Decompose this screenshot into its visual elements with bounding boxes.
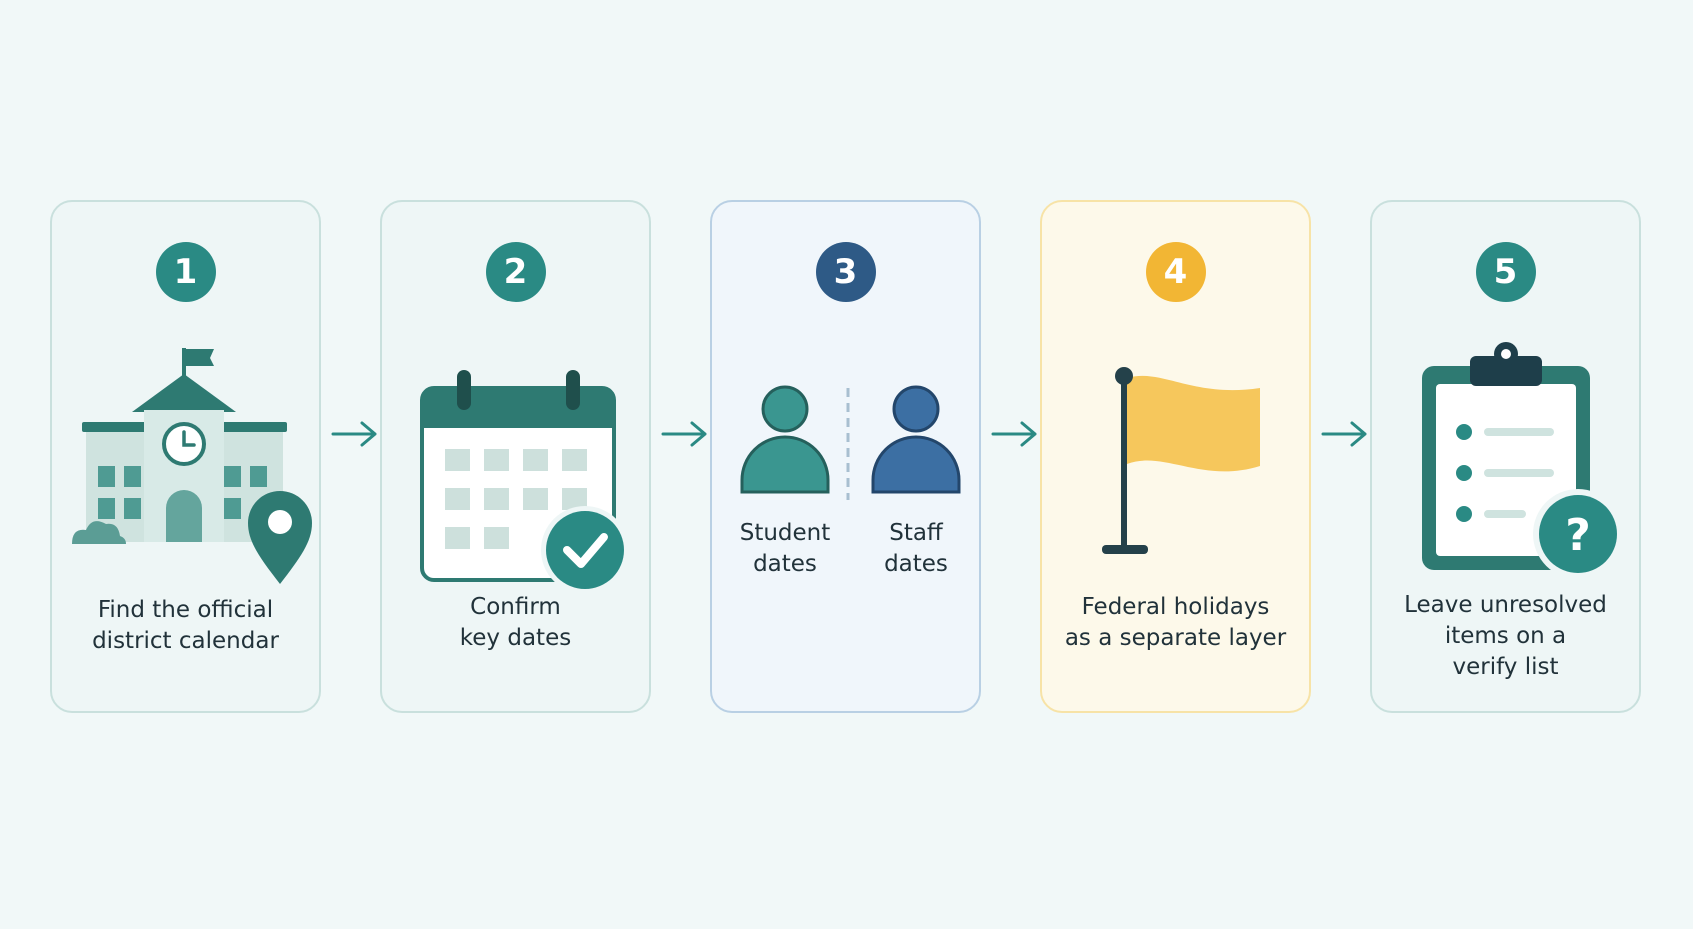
step-number-badge-3: 3 <box>815 242 876 302</box>
arrow-right-icon <box>991 421 1037 447</box>
school-building-with-location-pin-icon <box>72 348 312 584</box>
step-caption-5: Leave unresolved items on a verify list <box>1404 592 1607 680</box>
step-card-4: 4 Federal holidays as a separate layer <box>1040 200 1311 713</box>
student-dates-label: Student dates <box>739 520 831 577</box>
step-number-badge-5: 5 <box>1475 242 1536 302</box>
svg-text:?: ? <box>1565 510 1591 561</box>
flag-icon <box>1102 367 1260 554</box>
arrow-right-icon <box>331 421 377 447</box>
step-card-1: 1 Find the official district calendar <box>50 200 321 713</box>
staff-dates-label: Staff dates <box>884 520 948 577</box>
step-caption-4: Federal holidays as a separate layer <box>1064 594 1287 651</box>
clipboard-with-question-mark-icon: ? <box>1422 342 1623 579</box>
step-number-badge-1: 1 <box>155 242 216 302</box>
step-card-2: 2 Confirm key dates <box>380 200 651 713</box>
step-number-badge-4: 4 <box>1145 242 1206 302</box>
two-people-icon <box>740 385 961 500</box>
step-caption-1: Find the official district calendar <box>92 597 279 654</box>
step-card-3: 3 Student dates Staff dates <box>710 200 981 713</box>
calendar-with-checkmark-icon <box>420 370 629 592</box>
step-caption-2: Confirm key dates <box>459 594 572 651</box>
step-card-5: 5 ? Leave unresolved items on a verify l… <box>1370 200 1641 713</box>
arrow-right-icon <box>1321 421 1367 447</box>
step-number-badge-2: 2 <box>485 242 546 302</box>
arrow-right-icon <box>661 421 707 447</box>
